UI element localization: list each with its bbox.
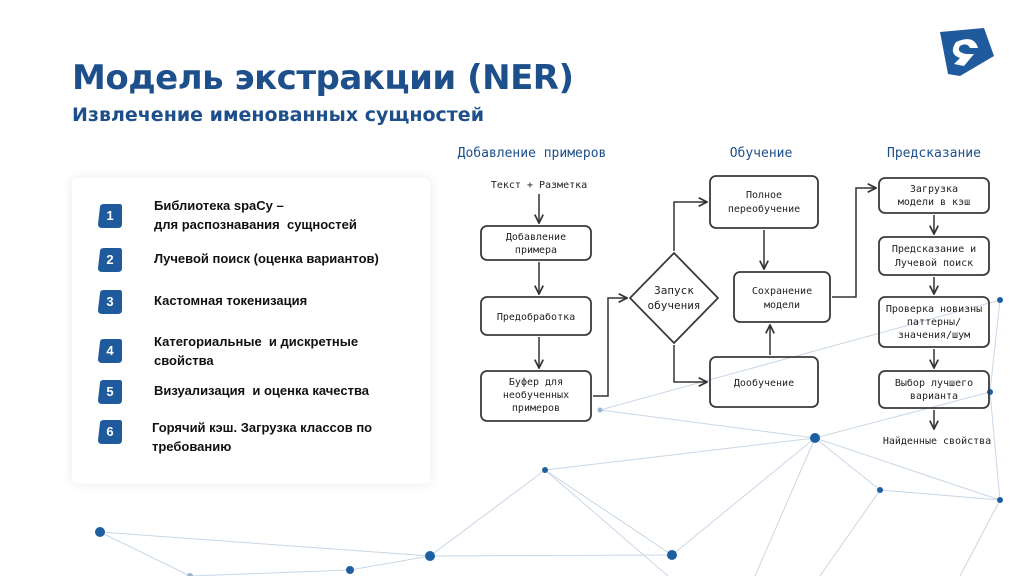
feature-text: Кастомная токенизация [154,293,308,308]
node-novelty-check-label: паттерны/ [907,317,961,328]
node-launch-training [629,252,719,344]
node-full-retrain [709,175,819,229]
node-predict-beam-label: Предсказание и [892,244,976,255]
ner-flow-diagram: Добавление примеров Обучение Предсказани… [458,146,992,447]
node-select-best [878,370,990,409]
node-add-example [480,225,592,261]
node-finetune-label: Дообучение [734,377,794,389]
input-label: Текст + Разметка [491,180,587,191]
node-save-model [733,271,831,323]
feature-text: Горячий кэш. Загрузка классов по требова… [152,420,373,454]
company-logo-icon [940,28,994,76]
node-save-model-label: Сохранение [752,286,812,297]
number-badge-icon: 6 [96,418,124,446]
number-badge-icon: 5 [96,378,124,406]
node-preprocessing-label: Предобработка [497,311,575,323]
feature-text: Лучевой поиск (оценка вариантов) [154,251,379,266]
feature-item: 5 Визуализация и оценка качества [72,378,430,408]
number-badge-icon: 1 [96,202,124,230]
node-buffer-label: необученных [503,389,569,401]
page-subtitle: Извлечение именованных сущностей [72,104,485,126]
column-header-adding: Добавление примеров [458,146,607,161]
node-finetune [709,356,819,408]
feature-item: 4 Категориальные и дискретные свойства [72,330,430,374]
node-buffer-label: Буфер для [509,376,563,388]
column-header-training: Обучение [730,146,793,161]
features-panel: 1 Библиотека spaCy – для распознавания с… [72,178,430,484]
column-header-prediction: Предсказание [887,146,981,161]
feature-item: 1 Библиотека spaCy – для распознавания с… [72,196,430,240]
node-add-example-label: Добавление [506,231,566,243]
node-load-cache-label: Загрузка [910,184,958,195]
node-load-cache-label: модели в кэш [898,197,970,208]
feature-text: Визуализация и оценка качества [154,383,370,398]
output-label: Найденные свойства [883,435,991,447]
node-full-retrain-label: Полное [746,190,782,201]
node-launch-training-label: обучения [648,299,701,312]
node-predict-beam-label: Лучевой поиск [895,257,973,269]
number-badge-icon: 4 [96,337,124,365]
feature-text: Категориальные и дискретные свойства [154,334,359,368]
number-badge-icon: 2 [96,246,124,274]
node-predict-beam [878,236,990,276]
page-title: Модель экстракции (NER) [72,58,574,98]
node-preprocessing [480,296,592,336]
node-novelty-check-label: Проверка новизны [886,304,982,315]
node-novelty-check [878,296,990,348]
node-buffer [480,370,592,422]
node-buffer-label: примеров [512,403,560,414]
node-select-best-label: варианта [910,391,958,402]
feature-text: Библиотека spaCy – для распознавания сущ… [154,198,357,232]
node-add-example-label: примера [515,245,557,256]
feature-item: 6 Горячий кэш. Загрузка классов по требо… [72,416,430,460]
node-load-cache [878,177,990,214]
feature-item: 2 Лучевой поиск (оценка вариантов) [72,246,430,276]
node-select-best-label: Выбор лучшего [895,377,973,389]
feature-item: 3 Кастомная токенизация [72,288,430,318]
number-badge-icon: 3 [96,288,124,316]
node-save-model-label: модели [764,300,800,311]
node-launch-training-label: Запуск [654,284,694,297]
node-novelty-check-label: значения/шум [898,330,970,341]
node-full-retrain-label: переобучение [728,203,800,215]
